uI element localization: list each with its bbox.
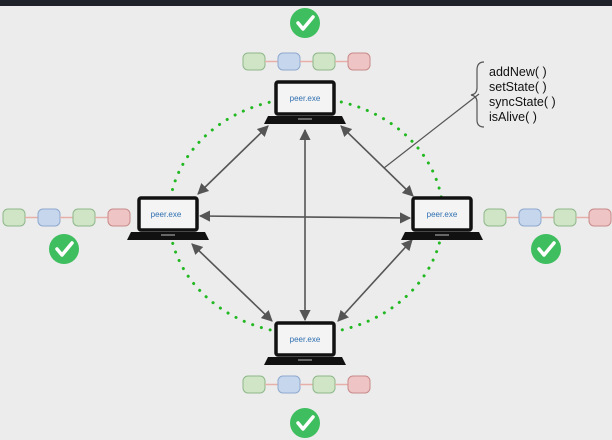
block-red	[107, 208, 131, 227]
function-callout: addNew( ) setState( ) syncState( ) isAli…	[383, 61, 556, 169]
fn-add-new: addNew( )	[489, 65, 547, 79]
block-chain-right	[483, 208, 612, 227]
block-blue	[37, 208, 61, 227]
peer-laptop-bottom: peer.exe	[264, 321, 346, 365]
check-icon	[49, 234, 79, 264]
block-green	[242, 375, 266, 394]
block-chain-bottom	[242, 375, 371, 394]
block-green	[72, 208, 96, 227]
check-icon	[290, 408, 320, 438]
block-green	[312, 375, 336, 394]
link-top-right	[340, 125, 414, 197]
link-left-bottom	[191, 243, 273, 322]
block-blue	[518, 208, 542, 227]
block-green	[242, 52, 266, 71]
callout-brace	[470, 61, 485, 128]
peer-laptop-left: peer.exe	[127, 196, 209, 240]
link-top-left	[197, 125, 269, 195]
fn-is-alive: isAlive( )	[489, 110, 537, 124]
peer-laptop-right: peer.exe	[401, 196, 483, 240]
block-green	[553, 208, 577, 227]
peer-label: peer.exe	[290, 335, 321, 344]
check-icon	[531, 234, 561, 264]
peer-label: peer.exe	[151, 210, 182, 219]
block-red	[347, 52, 371, 71]
window-top-bar	[0, 0, 612, 6]
connections	[191, 125, 414, 322]
peer-label: peer.exe	[427, 210, 458, 219]
block-chain-top	[242, 52, 371, 71]
callout-pointer	[383, 93, 480, 169]
block-red	[347, 375, 371, 394]
check-icon	[290, 8, 320, 38]
fn-set-state: setState( )	[489, 80, 547, 94]
link-left-right	[198, 210, 412, 224]
block-green	[2, 208, 26, 227]
link-right-bottom	[337, 239, 413, 322]
block-red	[588, 208, 612, 227]
block-blue	[277, 375, 301, 394]
block-blue	[277, 52, 301, 71]
peer-laptop-top: peer.exe	[264, 80, 346, 124]
peer-label: peer.exe	[290, 94, 321, 103]
fn-sync-state: syncState( )	[489, 95, 556, 109]
block-green	[483, 208, 507, 227]
block-chain-left	[2, 208, 131, 227]
block-green	[312, 52, 336, 71]
